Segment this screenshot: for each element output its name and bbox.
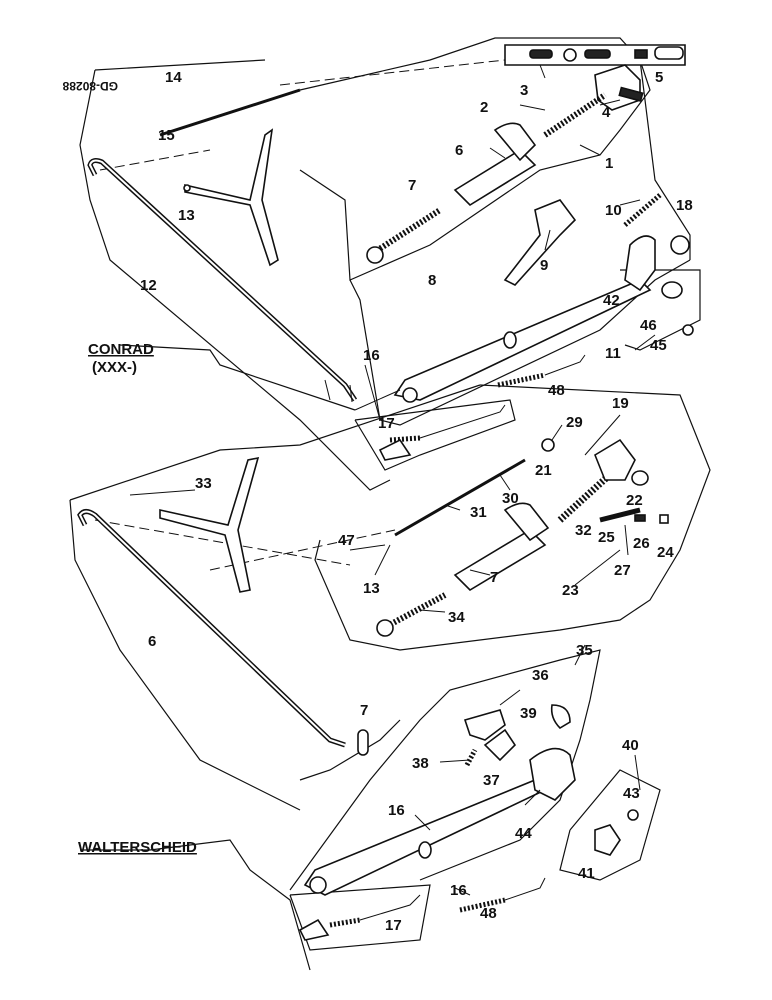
- callout: 48: [548, 382, 565, 399]
- callout: 16: [388, 802, 405, 819]
- callout: 6: [455, 142, 463, 159]
- brand-conrad: CONRAD: [88, 341, 154, 358]
- phantom-lines: [94, 59, 506, 571]
- callout: 19: [612, 395, 629, 412]
- brand-conrad-sub: (XXX-): [92, 359, 137, 376]
- callout: 45: [650, 337, 667, 354]
- callout: 17: [385, 917, 402, 934]
- callout: 24: [657, 544, 674, 561]
- callout: 27: [614, 562, 631, 579]
- drawing-code: GD-80288: [62, 79, 118, 93]
- callout: 18: [676, 197, 693, 214]
- callout: 11: [605, 345, 621, 362]
- callout-labels: 14 15 3 2 5 4 1 6 7 13 12 10 18 9 8 42 4…: [140, 69, 693, 934]
- callout: 39: [520, 705, 537, 722]
- callout: 2: [480, 99, 488, 116]
- leader-lines: [129, 64, 656, 896]
- callout: 5: [655, 69, 663, 86]
- callout: 13: [363, 580, 380, 597]
- parts-conrad: [87, 44, 694, 461]
- parts-middle: [77, 438, 669, 756]
- callout: 7: [360, 702, 368, 719]
- brand-walterscheid: WALTERSCHEID: [78, 839, 197, 856]
- callout: 34: [448, 609, 465, 626]
- callout: 46: [640, 317, 657, 334]
- callout: 10: [605, 202, 622, 219]
- callout: 22: [626, 492, 643, 509]
- callout: 23: [562, 582, 579, 599]
- callout: 48: [480, 905, 497, 922]
- callout: 40: [622, 737, 639, 754]
- callout: 4: [602, 104, 611, 121]
- callout: 29: [566, 414, 583, 431]
- callout: 1: [605, 155, 613, 172]
- callout: 7: [490, 569, 498, 586]
- callout: 31: [470, 504, 487, 521]
- callout: 44: [515, 825, 532, 842]
- callout: 32: [575, 522, 592, 539]
- callout: 33: [195, 475, 212, 492]
- callout: 38: [412, 755, 429, 772]
- callout: 7: [408, 177, 416, 194]
- callout: 15: [158, 127, 175, 144]
- callout: 13: [178, 207, 195, 224]
- callout: 8: [428, 272, 436, 289]
- callout: 9: [540, 257, 548, 274]
- callout: 6: [148, 633, 156, 650]
- parts-walterscheid: [298, 704, 639, 941]
- callout: 16: [450, 882, 467, 899]
- callout: 36: [532, 667, 549, 684]
- callout: 30: [502, 490, 519, 507]
- callout: 42: [603, 292, 620, 309]
- callout: 25: [598, 529, 615, 546]
- callout: 35: [576, 642, 593, 659]
- callout: 16: [363, 347, 380, 364]
- callout: 17: [378, 415, 395, 432]
- callout: 41: [578, 865, 595, 882]
- callout: 43: [623, 785, 640, 802]
- callout: 26: [633, 535, 650, 552]
- callout: 14: [165, 69, 182, 86]
- callout: 3: [520, 82, 528, 99]
- callout: 12: [140, 277, 157, 294]
- callout: 47: [338, 532, 355, 549]
- callout: 21: [535, 462, 552, 479]
- callout: 37: [483, 772, 500, 789]
